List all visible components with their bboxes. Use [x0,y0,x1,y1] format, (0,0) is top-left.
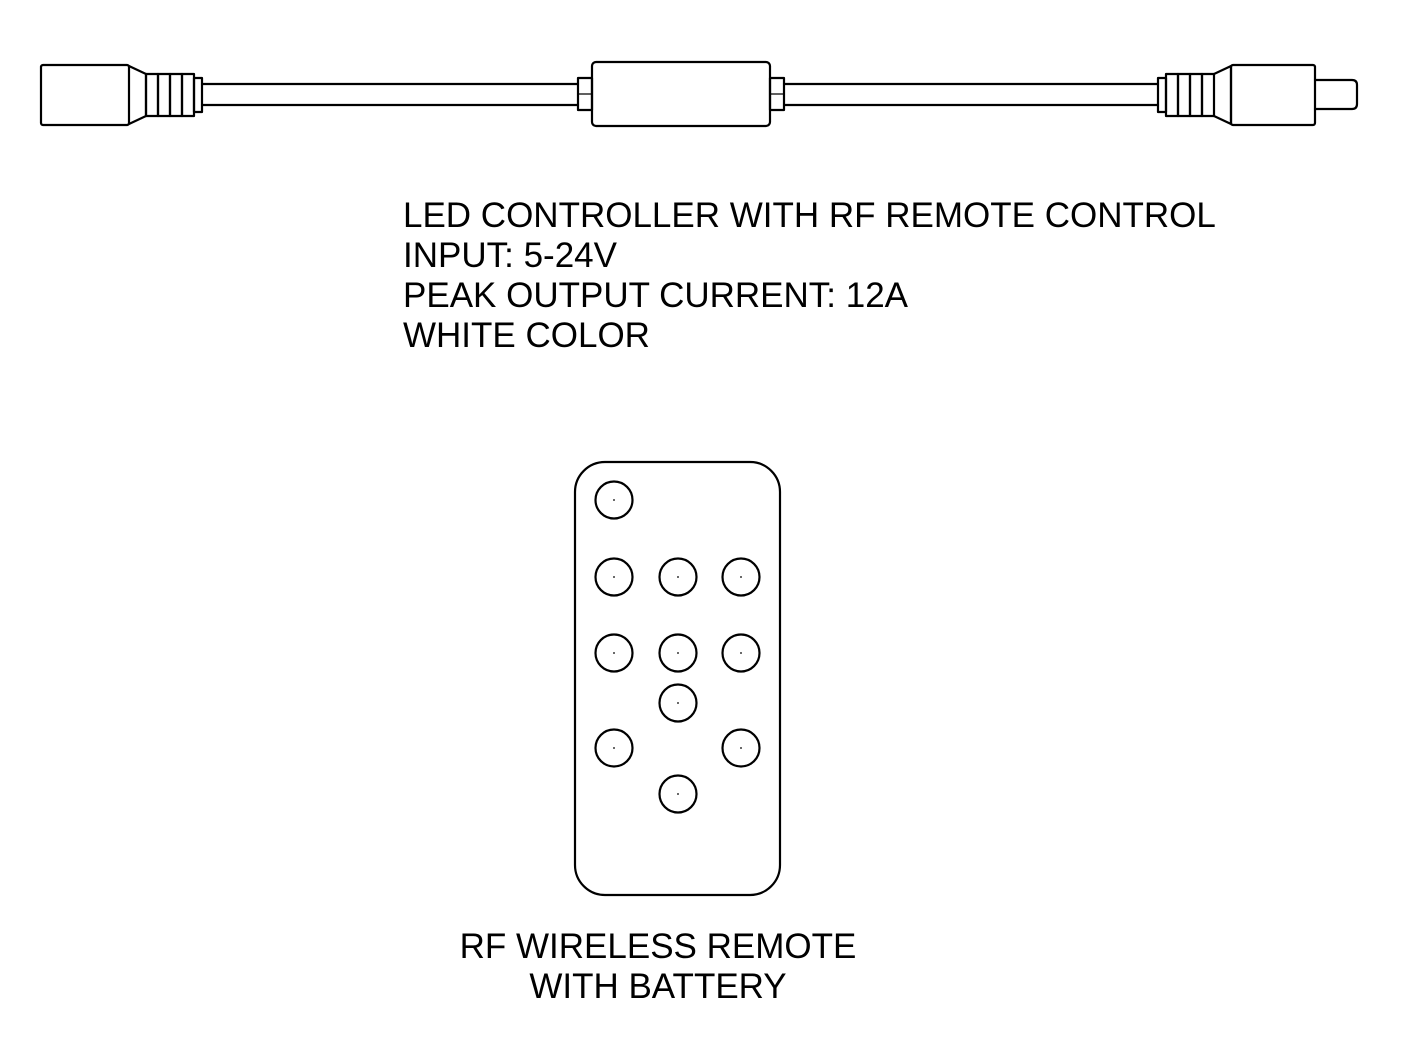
rf-remote-control [573,460,782,897]
remote-caption: RF WIRELESS REMOTE WITH BATTERY [408,927,908,1007]
controller-input-spec: INPUT: 5-24V [403,236,617,275]
remote-button-left [594,728,634,768]
remote-button-down [658,774,698,814]
remote-button-r1c1 [594,557,634,597]
remote-button-r1c3 [721,557,761,597]
remote-caption-line1: RF WIRELESS REMOTE [459,927,857,966]
cable-left [200,82,580,107]
right-dc-male-connector [1156,63,1359,127]
controller-peak-output-spec: PEAK OUTPUT CURRENT: 12A [403,276,909,315]
left-dc-female-connector [39,63,204,127]
remote-button-r2c3 [721,633,761,673]
remote-button-up [658,683,698,723]
remote-button-r1c2 [658,557,698,597]
remote-buttons [594,480,761,814]
remote-caption-line2: WITH BATTERY [529,967,787,1006]
controller-title: LED CONTROLLER WITH RF REMOTE CONTROL [403,196,1216,235]
controller-module [576,60,786,128]
controller-spec-block: LED CONTROLLER WITH RF REMOTE CONTROL IN… [403,196,1216,356]
remote-button-r2c1 [594,633,634,673]
controller-color-spec: WHITE COLOR [403,316,650,355]
cable-right [782,82,1160,107]
remote-button-r2c2 [658,633,698,673]
remote-button-power [594,480,634,520]
remote-button-right [721,728,761,768]
